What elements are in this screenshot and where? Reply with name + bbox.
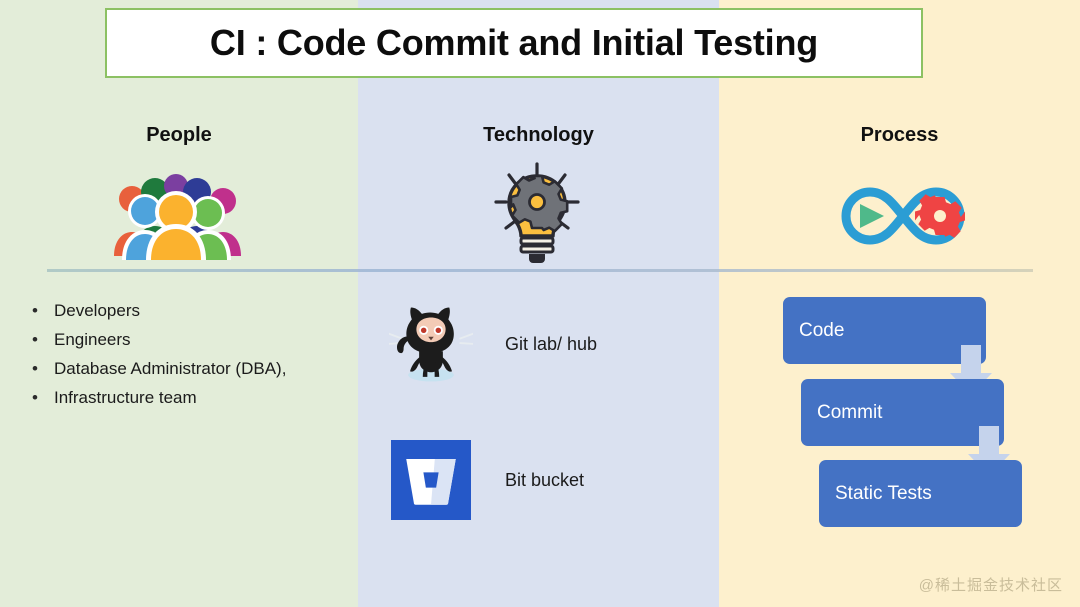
list-item-label: Infrastructure team [54,388,197,407]
column-band-people [0,0,358,607]
list-item: • Developers [16,296,356,325]
slide-title: CI : Code Commit and Initial Testing [209,22,819,63]
list-item-label: Engineers [54,330,131,349]
infinity-devops-icon [824,176,982,256]
tool-label: Git lab/ hub [505,333,598,354]
tool-row-github: Git lab/ hub [385,298,597,390]
watermark: @稀土掘金技术社区 [918,577,1063,594]
column-header-technology: Technology [483,124,594,146]
github-octocat-icon [385,298,477,390]
people-group-icon [110,168,242,260]
people-bullet-list: • Developers • Engineers • Database Admi… [16,296,356,412]
tool-label: Bit bucket [505,469,585,490]
lightbulb-gear-icon [487,160,587,266]
bitbucket-icon [385,434,477,526]
process-flow-diagram: Code Commit Static Tests [760,285,1060,535]
column-header-process: Process [860,124,939,146]
list-item: • Engineers [16,325,356,354]
list-item-label: Database Administrator (DBA), [54,359,287,378]
bullet-icon: • [32,301,38,320]
flow-step-code: Code [783,297,986,364]
column-header-people: People [146,124,212,146]
bullet-icon: • [32,330,38,349]
tool-row-bitbucket: Bit bucket [385,434,584,526]
bullet-icon: • [32,359,38,378]
flow-step-static-tests: Static Tests [819,460,1022,527]
bullet-icon: • [32,388,38,407]
list-item-label: Developers [54,301,140,320]
flow-step-commit: Commit [801,379,1004,446]
horizontal-divider [47,269,1033,272]
list-item: • Infrastructure team [16,383,356,412]
slide-title-box: CI : Code Commit and Initial Testing [105,8,923,78]
list-item: • Database Administrator (DBA), [16,354,356,383]
